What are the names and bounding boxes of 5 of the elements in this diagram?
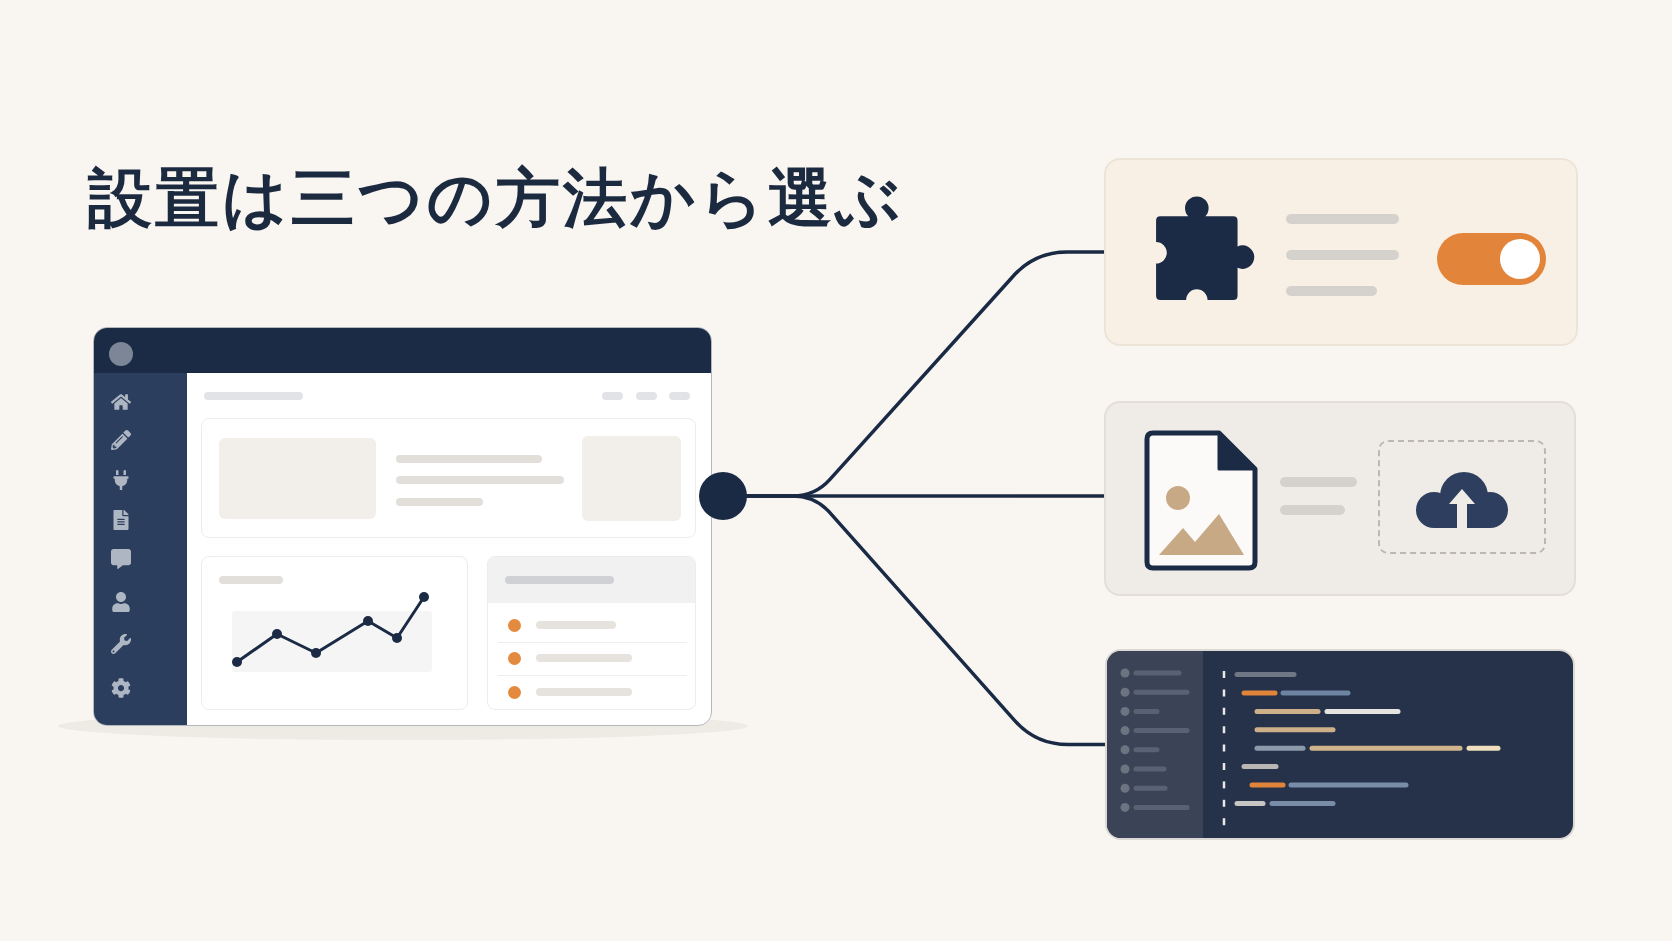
plugin-card: [1104, 158, 1578, 346]
dashboard-window: [93, 327, 712, 726]
title: 設置は三つの方法から選ぶ: [88, 159, 904, 237]
file-upload-card: [1104, 401, 1576, 596]
code-editor-card: [1105, 649, 1575, 840]
